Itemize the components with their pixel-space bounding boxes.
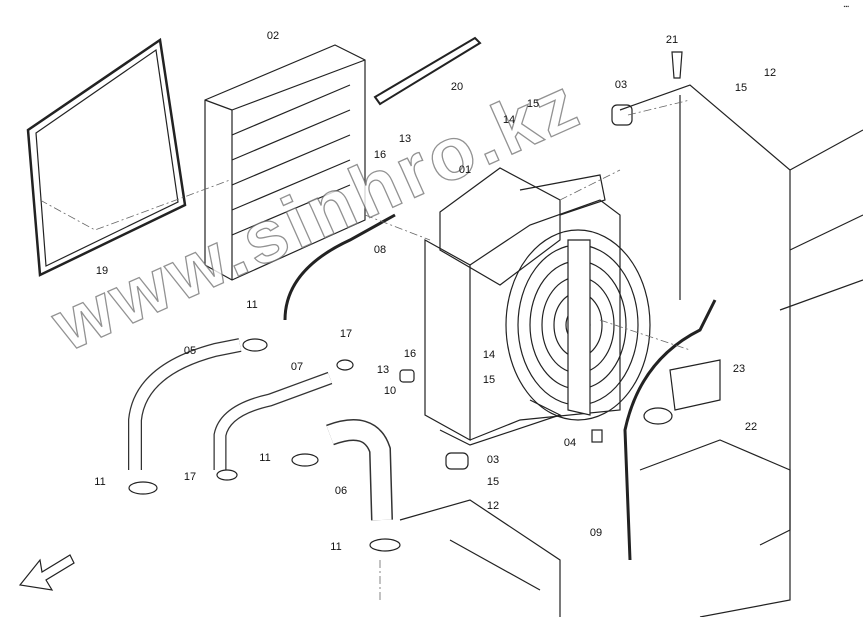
small-parts — [128, 51, 721, 552]
callout-label: 14 — [502, 114, 516, 126]
callout-label: 16 — [373, 149, 387, 161]
callout-label: 11 — [259, 452, 271, 464]
callout-label: 10 — [383, 385, 397, 397]
callout-label: 11 — [94, 476, 106, 488]
callout-label: 20 — [450, 81, 464, 93]
callout-label: 17 — [339, 328, 353, 340]
rubber-strip — [373, 36, 482, 106]
callout-label: 13 — [398, 133, 412, 145]
radiator-assembly — [424, 167, 621, 446]
callout-label: 08 — [373, 244, 387, 256]
callout-label: 15 — [734, 82, 748, 94]
direction-arrow — [18, 554, 75, 591]
callout-label: 14 — [482, 349, 496, 361]
callout-label: 02 — [266, 30, 280, 42]
callout-label: 12 — [763, 67, 777, 79]
callout-label: 23 — [732, 363, 746, 375]
callout-label: 07 — [290, 361, 304, 373]
callout-label: 21 — [665, 34, 679, 46]
callout-label: 09 — [589, 527, 603, 539]
leader-lines — [39, 99, 691, 600]
callout-label: 03 — [614, 79, 628, 91]
callout-label: 22 — [744, 421, 758, 433]
corner-mark: ▪▪▪ — [843, 4, 849, 10]
callout-label: 03 — [486, 454, 500, 466]
callout-label: 15 — [526, 98, 540, 110]
callout-label: 13 — [376, 364, 390, 376]
callout-label: 05 — [183, 345, 197, 357]
callout-label: 11 — [246, 299, 258, 311]
machine-frame — [399, 84, 863, 617]
callout-label: 04 — [563, 437, 577, 449]
callout-label: 11 — [330, 541, 342, 553]
seal-frame — [26, 37, 187, 277]
callout-label: 19 — [95, 265, 109, 277]
callout-label: 06 — [334, 485, 348, 497]
callout-label: 16 — [403, 348, 417, 360]
hoses — [128, 213, 717, 561]
callout-label: 12 — [486, 500, 500, 512]
callout-label: 15 — [482, 374, 496, 386]
louver-panel — [204, 44, 366, 281]
fan-guard — [505, 229, 651, 421]
callout-label: 01 — [458, 164, 472, 176]
callout-label: 15 — [486, 476, 500, 488]
callout-label: 17 — [183, 471, 197, 483]
